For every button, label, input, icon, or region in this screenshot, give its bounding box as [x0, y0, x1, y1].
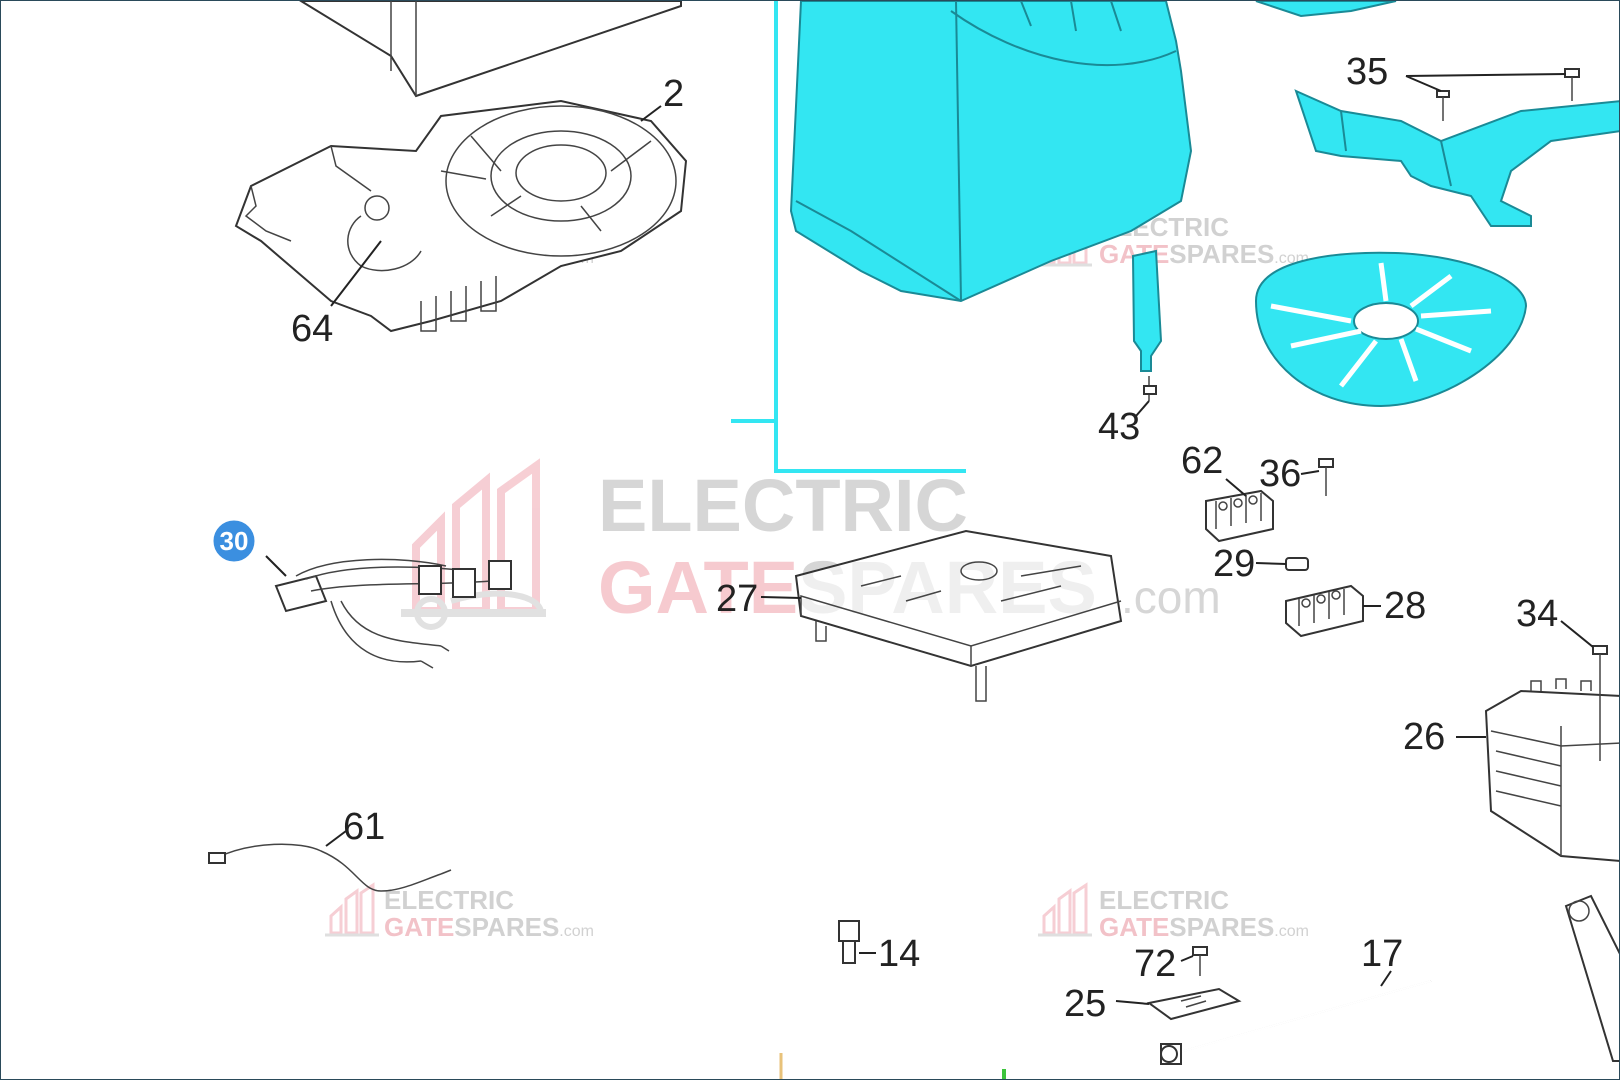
- callout-14[interactable]: 14: [859, 933, 920, 975]
- watermark-gate: GATE: [598, 546, 798, 629]
- wm-gate: GATE: [1099, 912, 1169, 942]
- callout-label: 2: [663, 73, 684, 115]
- callout-label: 36: [1259, 453, 1301, 495]
- leader-line: [265, 555, 287, 577]
- callout-25[interactable]: 25: [1064, 983, 1150, 1025]
- part-25-plate[interactable]: [1146, 987, 1242, 1021]
- part-35-bracket[interactable]: [1294, 89, 1620, 227]
- callout-26[interactable]: 26: [1403, 716, 1486, 758]
- watermark-small-line1: ELECTRIC: [1099, 885, 1229, 915]
- callout-label: 27: [716, 578, 758, 620]
- callout-29[interactable]: 29: [1213, 543, 1287, 585]
- part-lever-fragment[interactable]: [1564, 894, 1620, 1062]
- leader-line: [1255, 562, 1287, 565]
- leader-line: [1225, 478, 1247, 497]
- callout-28[interactable]: 28: [1363, 585, 1426, 627]
- part-43-clip[interactable]: [1131, 249, 1163, 401]
- part-top-right-fragment[interactable]: [1255, 1, 1397, 18]
- callout-36[interactable]: 36: [1259, 453, 1320, 495]
- callout-2[interactable]: 2: [640, 73, 684, 122]
- part-26-transformer[interactable]: [1484, 678, 1620, 862]
- callout-label: 43: [1098, 406, 1140, 448]
- watermark-logo-icon: [401, 458, 546, 630]
- callout-label: 29: [1213, 543, 1255, 585]
- callout-35[interactable]: 35: [1346, 51, 1567, 93]
- callout-34[interactable]: 34: [1516, 593, 1594, 648]
- part-62-terminal-block[interactable]: [1205, 489, 1274, 543]
- part-28-terminal-block[interactable]: [1285, 584, 1364, 638]
- callout-72[interactable]: 72: [1134, 943, 1194, 985]
- watermark-small-line1: ELECTRIC: [384, 885, 514, 915]
- callout-30-badge[interactable]: 30: [210, 517, 287, 577]
- callout-label: 26: [1403, 716, 1445, 758]
- part-housing-top[interactable]: [299, 1, 682, 98]
- badge-label: 30: [220, 526, 249, 556]
- callout-label: 17: [1361, 933, 1403, 975]
- watermark-small-line2: GATESPARES.com: [1099, 912, 1309, 942]
- wm-spares: SPARES: [1169, 239, 1274, 269]
- callout-27[interactable]: 27: [716, 578, 802, 620]
- screw-35b-icon[interactable]: [1564, 68, 1580, 101]
- wm-spares: SPARES: [454, 912, 559, 942]
- leader-line: [1115, 1000, 1150, 1005]
- leader-line: [760, 596, 802, 599]
- part-61-cable[interactable]: [208, 843, 452, 892]
- part-2-base-plate[interactable]: [234, 99, 688, 333]
- wm-suffix: .com: [1274, 923, 1309, 940]
- watermark-line1: ELECTRIC: [598, 464, 968, 547]
- leader-line: [1380, 970, 1392, 987]
- callout-label: 62: [1181, 440, 1223, 482]
- callout-label: 14: [878, 933, 920, 975]
- watermark-small-3: ELECTRIC GATESPARES.com: [325, 882, 594, 942]
- callout-label: 61: [343, 806, 385, 848]
- leader-line: [1135, 400, 1150, 417]
- callout-62[interactable]: 62: [1181, 440, 1247, 497]
- fuse-29-icon[interactable]: [1285, 557, 1309, 571]
- leader-line: [1300, 470, 1320, 475]
- callout-label: 72: [1134, 943, 1176, 985]
- callout-61[interactable]: 61: [325, 806, 385, 848]
- wm-gate: GATE: [384, 912, 454, 942]
- watermark-small-logo-icon: [1038, 882, 1092, 937]
- screw-34-icon[interactable]: [1592, 645, 1608, 761]
- part-30-wiring-harness[interactable]: [274, 558, 512, 669]
- leader-line: [640, 105, 662, 122]
- leader-line: [325, 830, 347, 847]
- part-27-control-board[interactable]: [794, 529, 1123, 702]
- watermark-small-line2: GATESPARES.com: [1099, 239, 1309, 269]
- callout-64[interactable]: 64: [291, 240, 382, 350]
- part-fan[interactable]: [1254, 251, 1528, 408]
- wm-suffix: .com: [559, 923, 594, 940]
- cover-outline-highlight: [774, 1, 966, 473]
- watermark-suffix: .com: [1121, 571, 1221, 623]
- leader-line: [1560, 620, 1594, 648]
- screw-36-icon[interactable]: [1318, 458, 1334, 496]
- watermark-small-4: ELECTRIC GATESPARES.com: [1038, 882, 1309, 942]
- callout-label: 28: [1384, 585, 1426, 627]
- callout-43[interactable]: 43: [1098, 400, 1150, 448]
- part-14-connector[interactable]: [838, 920, 860, 964]
- leader-line: [330, 240, 382, 307]
- leader-line: [1180, 955, 1194, 962]
- part-motor-cover-highlight[interactable]: [789, 1, 1193, 303]
- watermark-small-logo-icon: [325, 882, 379, 937]
- callout-label: 25: [1064, 983, 1106, 1025]
- callout-label: 64: [291, 308, 333, 350]
- screw-35a-icon[interactable]: [1436, 90, 1450, 121]
- watermark-small-2: ELECTRIC GATESPARES.com: [1038, 212, 1309, 269]
- selected-part-badge: [210, 517, 258, 565]
- callout-label: 34: [1516, 593, 1558, 635]
- part-17-rod[interactable]: [1160, 980, 1432, 1065]
- wm-spares: SPARES: [1169, 912, 1274, 942]
- callout-label: 35: [1346, 51, 1388, 93]
- screw-72-icon[interactable]: [1192, 946, 1208, 976]
- callout-17[interactable]: 17: [1361, 933, 1403, 987]
- leader-line: [1405, 73, 1567, 92]
- watermark-small-line2: GATESPARES.com: [384, 912, 594, 942]
